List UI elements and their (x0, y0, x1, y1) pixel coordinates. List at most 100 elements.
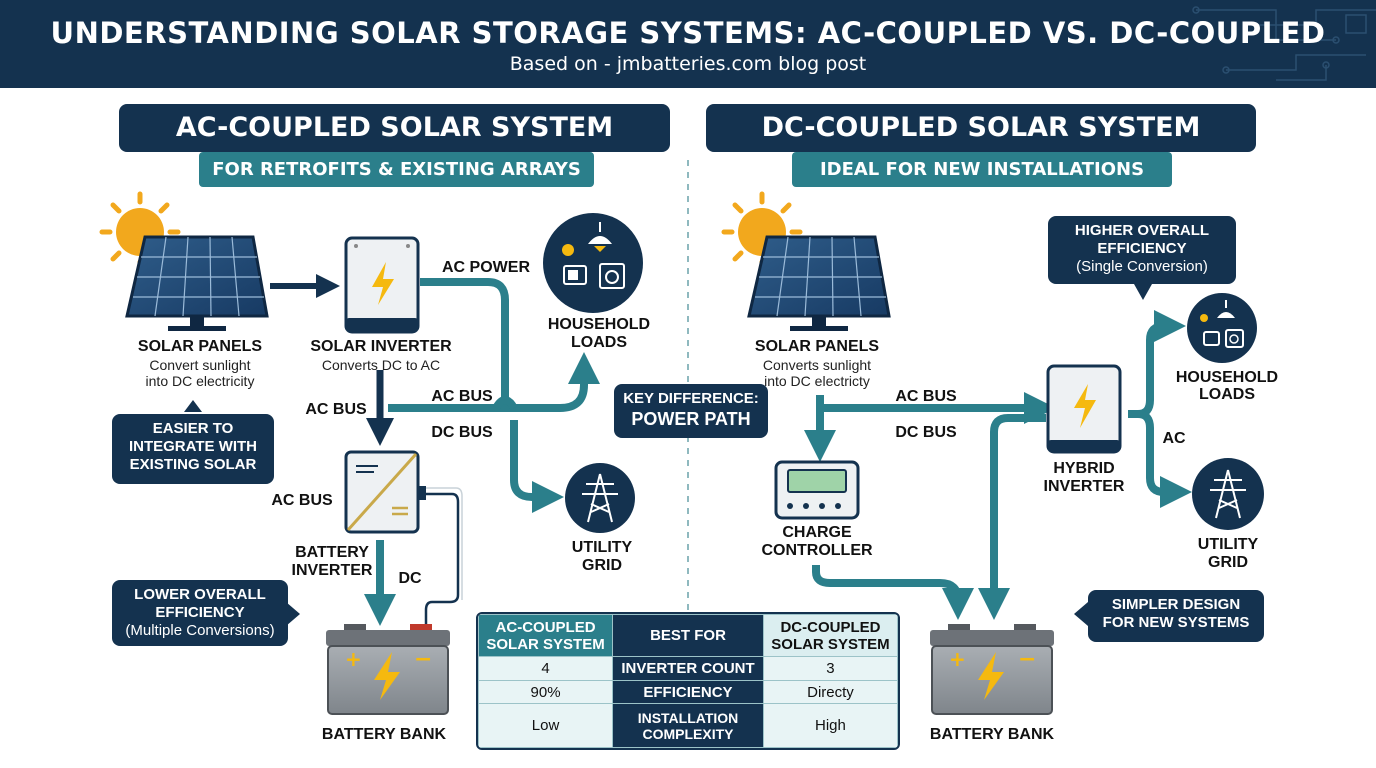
table-cell-dc: High (762, 703, 898, 748)
comparison-table: AC-COUPLED SOLAR SYSTEM BEST FOR DC-COUP… (476, 612, 900, 750)
ac-power-flow (420, 278, 509, 408)
utility-grid-icon-dc (1192, 458, 1264, 530)
hybrid-inverter-label-1: HYBRID (1053, 460, 1115, 477)
ac-section-subtitle: FOR RETROFITS & EXISTING ARRAYS (199, 152, 594, 187)
dc-ac-label: AC (1162, 430, 1186, 447)
solar-panel-icon-dc (747, 235, 891, 331)
dc-section-title: DC-COUPLED SOLAR SYSTEM (706, 104, 1256, 152)
callout-easier-line2: INTEGRATE WITH (128, 438, 258, 455)
dc-household-label-1: HOUSEHOLD (1175, 369, 1279, 386)
battery-inverter-label-1: BATTERY (295, 544, 369, 561)
charge-controller-label-2: CONTROLLER (761, 542, 873, 559)
key-difference-line2: POWER PATH (631, 409, 751, 429)
dc-utility-label-1: UTILITY (1197, 536, 1259, 553)
callout-pointer (1134, 284, 1152, 300)
household-loads-icon (543, 213, 643, 313)
dc-solar-desc-2: into DC electricty (764, 373, 870, 389)
charge-controller-label-1: CHARGE (782, 524, 852, 541)
grid-flow (510, 420, 564, 513)
callout-lower-line3: (Multiple Conversions) (125, 622, 275, 639)
battery-inverter-icon (344, 450, 426, 534)
dc-ac-bus-label: AC BUS (895, 388, 957, 405)
table-row: 90% EFFICIENCY Directy (478, 679, 898, 705)
ac-solar-label: SOLAR PANELS (137, 338, 263, 355)
table-cell-metric: EFFICIENCY (612, 679, 764, 705)
table-cell-ac: Low (478, 703, 614, 748)
callout-pointer (286, 602, 300, 626)
household-loads-icon-dc (1187, 293, 1257, 363)
callout-lower-line1: LOWER OVERALL (134, 586, 266, 603)
bus-crossover (492, 396, 518, 411)
table-header-ac-line1: AC-COUPLED (495, 618, 596, 636)
callout-higher-line2: EFFICIENCY (1097, 240, 1187, 257)
ac-solar-desc-1: Convert sunlight (149, 357, 251, 373)
page-title: UNDERSTANDING SOLAR STORAGE SYSTEMS: AC-… (50, 16, 1326, 50)
dc-household-label-2: LOADS (1199, 386, 1255, 403)
dc-solar-label: SOLAR PANELS (754, 338, 880, 355)
table-cell-ac: 90% (478, 679, 614, 705)
ac-section-title: AC-COUPLED SOLAR SYSTEM (119, 104, 670, 152)
solar-panel-icon (125, 235, 269, 331)
table-cell-metric: INVERTER COUNT (612, 656, 764, 681)
table-row: 4 INVERTER COUNT 3 (478, 656, 898, 681)
ac-utility-label-1: UTILITY (571, 539, 633, 556)
callout-higher-line3: (Single Conversion) (1076, 258, 1208, 275)
table-cell-dc: Directy (762, 679, 898, 705)
dc-utility-label-2: GRID (1208, 554, 1248, 571)
dc-solar-desc-1: Converts sunlight (762, 357, 872, 373)
table-header-dc: DC-COUPLED SOLAR SYSTEM (762, 614, 898, 657)
key-difference-box: KEY DIFFERENCE: POWER PATH (614, 384, 768, 438)
hybrid-to-grid-flow (1137, 410, 1192, 508)
svg-text:−: − (414, 647, 432, 672)
ac-power-label: AC POWER (442, 259, 530, 276)
controller-to-battery-flow (812, 565, 974, 620)
hybrid-inverter-label-2: INVERTER (1043, 478, 1125, 495)
battery-wire (424, 492, 460, 624)
callout-lower-efficiency: LOWER OVERALL EFFICIENCY (Multiple Conve… (112, 580, 288, 646)
dc-dc-bus-label: DC BUS (895, 424, 957, 441)
ac-household-label-1: HOUSEHOLD (547, 316, 651, 333)
callout-easier-line1: EASIER TO (152, 420, 234, 437)
circuit-pattern-icon (1192, 6, 1376, 81)
callout-pointer (184, 400, 202, 412)
hybrid-inverter-icon (1046, 364, 1122, 454)
ac-bus-lower-label: AC BUS (271, 492, 333, 509)
table-cell-dc: 3 (762, 656, 898, 681)
solar-inverter-icon (344, 236, 420, 334)
dc-bus-mid-label: DC BUS (431, 424, 493, 441)
battery-wire-outer (426, 487, 463, 600)
callout-simpler-line1: SIMPLER DESIGN (1111, 596, 1241, 613)
table-header-best-for: BEST FOR (612, 614, 764, 657)
table-row: Low INSTALLATION COMPLEXITY High (478, 703, 898, 748)
ac-household-label-2: LOADS (571, 334, 627, 351)
ac-bus-flow (388, 352, 600, 412)
ac-bus-mid-label: AC BUS (431, 388, 493, 405)
key-difference-line1: KEY DIFFERENCE: (623, 390, 759, 407)
dc-battery-label: BATTERY BANK (929, 726, 1055, 743)
battery-bank-icon: + − (326, 624, 450, 715)
battery-inverter-label-2: INVERTER (291, 562, 373, 579)
ac-solar-desc-2: into DC electricity (145, 373, 255, 389)
inverter-to-battery-flow (978, 414, 1046, 620)
table-cell-ac: 4 (478, 656, 614, 681)
table-header-ac-line2: SOLAR SYSTEM (486, 635, 605, 653)
header-banner: UNDERSTANDING SOLAR STORAGE SYSTEMS: AC-… (0, 0, 1376, 88)
ac-inverter-label: SOLAR INVERTER (310, 338, 452, 355)
table-header-dc-line2: SOLAR SYSTEM (771, 635, 890, 653)
dc-section-subtitle: IDEAL FOR NEW INSTALLATIONS (792, 152, 1172, 187)
ac-bus-left-label: AC BUS (305, 401, 367, 418)
table-header-row: AC-COUPLED SOLAR SYSTEM BEST FOR DC-COUP… (478, 614, 898, 657)
callout-pointer (1074, 602, 1088, 626)
page-subtitle: Based on - jmbatteries.com blog post (509, 53, 867, 75)
ac-inverter-desc: Converts DC to AC (321, 357, 441, 373)
svg-text:−: − (1018, 647, 1036, 672)
callout-lower-line2: EFFICIENCY (155, 604, 245, 621)
charge-controller-icon (774, 460, 860, 520)
callout-simpler-line2: FOR NEW SYSTEMS (1102, 614, 1250, 631)
svg-text:+: + (949, 647, 966, 671)
utility-grid-icon (565, 463, 635, 533)
battery-bank-icon-dc: + − (930, 624, 1054, 715)
dc-label: DC (398, 570, 422, 587)
callout-higher-efficiency: HIGHER OVERALL EFFICIENCY (Single Conver… (1048, 216, 1236, 284)
